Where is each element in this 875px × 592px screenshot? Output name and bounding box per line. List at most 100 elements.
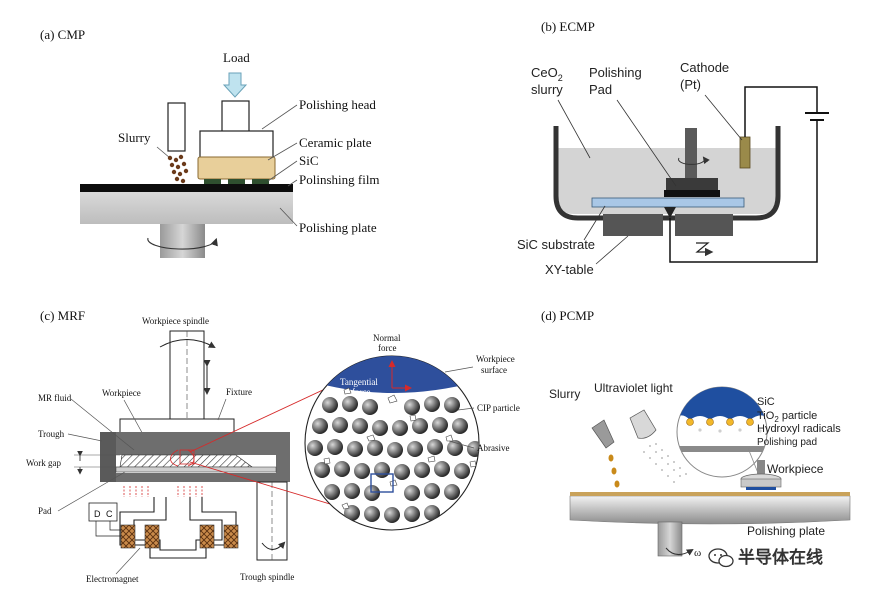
ceramic-plate <box>197 156 276 180</box>
leader-electromagnet <box>115 547 141 575</box>
polishing-pad <box>664 190 720 197</box>
pcmp-rotation-icon <box>665 547 694 556</box>
label-slurry: Slurry <box>118 130 151 145</box>
label-abrasive: Abrasive <box>477 443 510 453</box>
label-uv-light: Ultraviolet light <box>594 381 673 395</box>
pad-holder <box>666 178 718 190</box>
field-lines <box>123 486 203 497</box>
panel-pcmp: (d) PCMP Slurry Ultraviolet light <box>541 308 851 559</box>
label-dc-c: C <box>106 509 113 519</box>
pcmp-polishing-plate <box>569 495 851 525</box>
label-electromagnet: Electromagnet <box>86 574 139 584</box>
leader-pad-mrf <box>57 471 126 512</box>
load-arrow-icon <box>222 72 248 98</box>
label-workpiece: Workpiece <box>102 388 141 398</box>
label-sic-pcmp: SiC <box>757 396 775 408</box>
leader-fixture <box>217 398 227 421</box>
polishing-plate <box>80 192 293 224</box>
label-pt: (Pt) <box>680 77 701 92</box>
label-force: force <box>378 343 396 353</box>
label-polishing-pad-pcmp: Polishing pad <box>757 437 817 448</box>
label-tio2: TiO2 particle <box>757 410 817 424</box>
leader-substrate <box>583 205 606 241</box>
coil-left-inner <box>144 524 160 549</box>
leader-ceramic <box>267 142 298 161</box>
circuit-wire-bottom <box>669 120 818 263</box>
trough-left-wall <box>100 432 116 482</box>
slurry-droplets <box>608 454 620 488</box>
workpiece-spindle-pcmp <box>757 460 765 474</box>
leader-abrasive <box>448 440 475 449</box>
mr-fluid <box>119 454 253 468</box>
cathode-electrode <box>739 136 751 169</box>
label-workpiece-surface: Workpiece <box>476 354 515 364</box>
sic-piece <box>228 179 245 184</box>
leader-xy <box>595 235 629 265</box>
panel-mrf: (c) MRF Workpiece spindle Fixture Workpi… <box>26 308 520 584</box>
panel-cmp: (a) CMP Load Slurry Polishing <box>40 27 380 258</box>
dc-wire-left <box>95 521 121 537</box>
spindle-rotation-icon <box>678 156 710 165</box>
label-pad: Pad <box>589 82 612 97</box>
circuit-wire-top <box>744 86 818 137</box>
sic-piece <box>252 179 269 184</box>
leader-plate <box>279 207 298 227</box>
leader-film <box>287 179 298 187</box>
label-tangential-force: Tangential <box>340 377 378 387</box>
slurry-drops <box>167 154 189 184</box>
panel-title-mrf: (c) MRF <box>40 308 85 323</box>
pcmp-pad-layer <box>677 446 767 452</box>
panel-title-pcmp: (d) PCMP <box>541 308 594 323</box>
label-ceo2: CeO2 <box>531 65 563 83</box>
leader-cip <box>457 407 475 411</box>
label-trough: Trough <box>38 429 65 439</box>
panel-title-ecmp: (b) ECMP <box>541 19 595 34</box>
label-trough-spindle: Trough spindle <box>240 572 294 582</box>
watermark: 半导体在线 <box>708 547 823 568</box>
uv-rays <box>643 443 687 483</box>
zoom-line-bottom <box>189 461 351 511</box>
label-load: Load <box>223 50 250 65</box>
container-wall <box>553 126 781 221</box>
label-polishing: Polishing <box>589 65 642 80</box>
leader-mr-fluid <box>70 398 135 451</box>
panel-ecmp: (b) ECMP CeO2 slurry Polishing Pad Catho… <box>517 19 829 277</box>
label-omega: ω <box>694 547 701 559</box>
trough-rotation-icon <box>261 541 286 550</box>
dc-wire-right <box>109 521 121 531</box>
label-polishing-film: Polinshing film <box>299 172 380 187</box>
zoom-source-box <box>179 449 195 465</box>
pcmp-pad-surface <box>570 492 850 496</box>
label-ceramic-plate: Ceramic plate <box>299 135 372 150</box>
panel-title-cmp: (a) CMP <box>40 27 85 42</box>
label-polishing-plate-pcmp: Polishing plate <box>747 524 825 538</box>
label-normal: Normal <box>373 333 401 343</box>
electromagnet-yoke <box>119 497 237 559</box>
label-tangential-force-2: force <box>352 387 370 397</box>
leader-head <box>261 104 298 130</box>
coil-left-outer <box>120 524 136 549</box>
label-slurry-ecmp: slurry <box>531 82 563 97</box>
label-mr-fluid: MR fluid <box>38 393 72 403</box>
workpiece-sic <box>746 487 776 490</box>
label-polishing-plate: Polishing plate <box>299 220 377 235</box>
label-pad-mrf: Pad <box>38 506 52 516</box>
label-cip-particle: CIP particle <box>477 403 520 413</box>
xy-table-left <box>603 214 663 236</box>
leader-sic <box>267 160 298 182</box>
slurry-leader <box>156 146 171 159</box>
slurry-nozzle <box>591 419 615 449</box>
label-sic: SiC <box>299 153 319 168</box>
sic-substrate <box>591 197 745 208</box>
label-dc-d: D <box>94 509 101 519</box>
xy-motion-icon <box>695 242 714 257</box>
polishing-film <box>80 184 293 192</box>
polishing-head-shaft <box>221 100 250 133</box>
plate-spindle <box>160 224 205 258</box>
electromagnet-yoke-inner <box>133 497 223 551</box>
label-xy-table: XY-table <box>545 262 594 277</box>
slurry-tube <box>167 102 186 152</box>
label-slurry-pcmp: Slurry <box>549 387 580 401</box>
leader-ceo2 <box>557 99 591 159</box>
